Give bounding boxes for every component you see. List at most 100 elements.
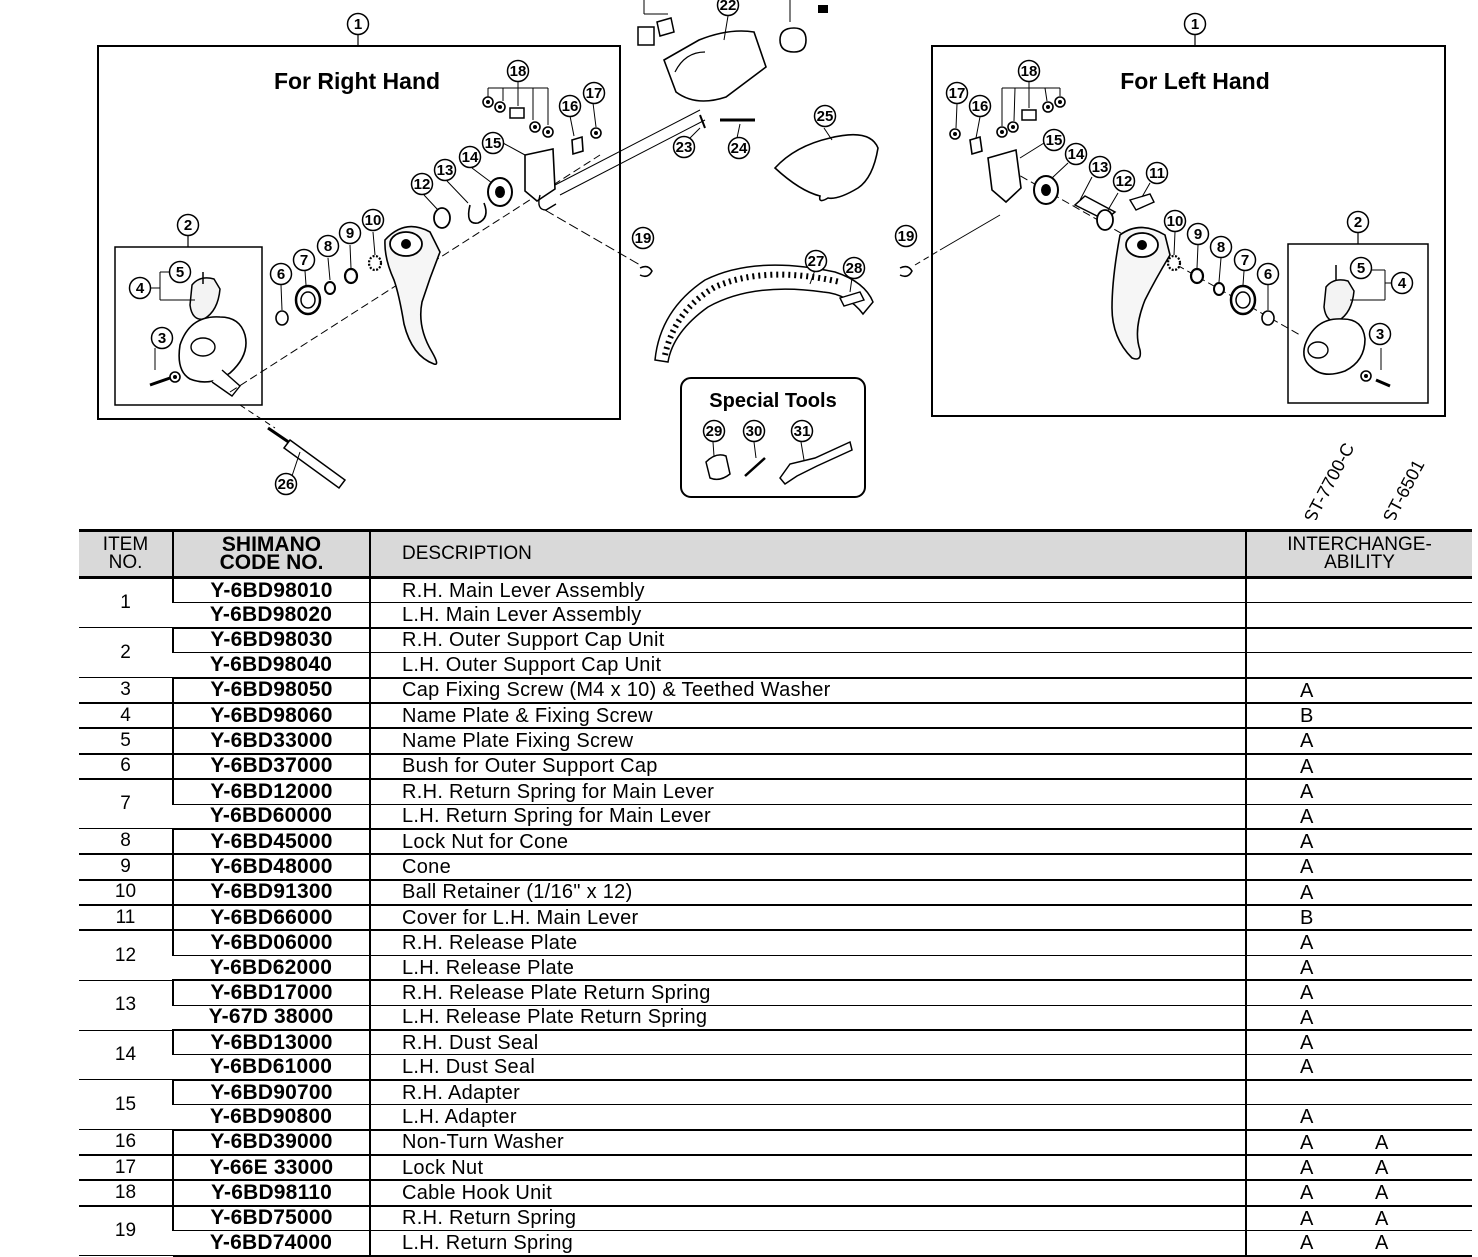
item-no-cell: 4 (79, 702, 173, 730)
callout-number: 24 (731, 140, 748, 157)
code-no-cell: Y-6BD13000 (172, 1030, 370, 1056)
code-no-cell: Y-6BD90700 (172, 1079, 370, 1106)
callout-circle (168, 260, 192, 284)
description-cell: Lock Nut (369, 1154, 1246, 1182)
callout-4: 4 (128, 276, 152, 300)
interchange-st7700c: A (1300, 755, 1314, 778)
callout-9: 9 (338, 221, 362, 245)
interchangeability-cell: A (1245, 1054, 1472, 1081)
interchange-st7700c: A (1300, 805, 1314, 828)
part-26-cable-end (267, 426, 347, 490)
interchange-st7700c: A (1300, 1056, 1314, 1079)
header-code-line2: CODE NO. (219, 551, 324, 574)
interchange-st7700c: A (1300, 881, 1314, 904)
description-cell: Name Plate & Fixing Screw (369, 702, 1246, 730)
callout-number: 25 (817, 108, 834, 125)
description-cell: Cone (369, 854, 1246, 881)
description-cell: L.H. Outer Support Cap Unit (369, 652, 1246, 679)
callout-circle (716, 0, 740, 17)
callout-circle (176, 213, 200, 237)
item-no-cell: 18 (79, 1180, 173, 1207)
callout-number: 23 (676, 139, 693, 156)
header-item-line2: NO. (108, 552, 143, 573)
code-no-cell: Y-6BD75000 (172, 1205, 370, 1232)
model-label-st7700c: ST-7700-C (1300, 440, 1359, 520)
code-no-cell: Y-6BD45000 (172, 828, 370, 856)
header-inter-line2: ABILITY (1324, 552, 1395, 573)
callout-circle (1042, 128, 1066, 152)
interchangeability-cell (1245, 1079, 1472, 1106)
code-no-cell: Y-6BD74000 (173, 1230, 370, 1257)
code-no-cell: Y-6BD98010 (172, 577, 370, 604)
code-no-cell: Y-6BD91300 (172, 879, 370, 907)
callout-number: 14 (1068, 146, 1085, 163)
callout-31: 31 (790, 419, 814, 443)
callout-number: 16 (562, 98, 579, 115)
description-cell: L.H. Adapter (369, 1104, 1246, 1131)
callout-number: 10 (365, 212, 382, 229)
callout-circle (1256, 262, 1280, 286)
interchange-st7700c: A (1300, 830, 1314, 853)
item-no-cell: 10 (79, 879, 173, 907)
callout-number: 15 (485, 135, 502, 152)
interchangeability-cell: A (1245, 1005, 1472, 1032)
item-no-cell: 15 (79, 1079, 173, 1131)
callout-10: 10 (1163, 209, 1187, 233)
callout-circle (128, 276, 152, 300)
callout-number: 18 (1021, 63, 1038, 80)
callout-10: 10 (361, 208, 385, 232)
code-no-cell: Y-6BD60000 (173, 804, 370, 830)
code-no-cell: Y-6BD66000 (172, 905, 370, 932)
callout-number: 2 (1354, 214, 1362, 231)
interchangeability-cell (1245, 652, 1472, 679)
callout-circle (458, 145, 482, 169)
callout-18: 18 (506, 59, 530, 83)
model-label-st6501: ST-6501 (1379, 456, 1429, 520)
callout-number: 3 (158, 330, 166, 347)
callout-number: 12 (1116, 173, 1133, 190)
interchange-st7700c: A (1300, 1006, 1314, 1029)
callout-23: 23 (672, 135, 696, 159)
callout-17: 17 (582, 81, 606, 105)
interchangeability-cell (1245, 577, 1472, 604)
description-cell: R.H. Main Lever Assembly (369, 577, 1246, 604)
callout-16: 16 (968, 94, 992, 118)
code-no-cell: Y-6BD12000 (172, 779, 370, 805)
description-cell: Ball Retainer (1/16" x 12) (369, 879, 1246, 907)
right-hand-panel: For Right Hand (97, 35, 621, 429)
code-no-cell: Y-6BD98030 (172, 627, 370, 654)
description-cell: Cover for L.H. Main Lever (369, 905, 1246, 932)
interchange-st7700c: A (1300, 1182, 1314, 1205)
callout-19: 19 (631, 226, 655, 250)
code-no-cell: Y-6BD90800 (173, 1104, 370, 1131)
callout-number: 19 (635, 230, 652, 247)
parts-table: ITEM NO. SHIMANO CODE NO. DESCRIPTION IN… (79, 529, 1472, 1257)
item-no-cell: 3 (79, 677, 173, 704)
left-hand-title: For Left Hand (1120, 68, 1270, 94)
callout-circle (1368, 322, 1392, 346)
callout-circle (1346, 210, 1370, 234)
callout-number: 10 (1167, 213, 1184, 230)
callout-number: 27 (808, 253, 825, 270)
callout-22: 22 (716, 0, 740, 17)
interchangeability-cell: A (1245, 879, 1472, 907)
callout-26: 26 (274, 472, 298, 496)
callout-circle (813, 104, 837, 128)
interchangeability-cell (1245, 602, 1472, 629)
callout-16: 16 (558, 94, 582, 118)
code-no-cell: Y-6BD61000 (173, 1054, 370, 1081)
